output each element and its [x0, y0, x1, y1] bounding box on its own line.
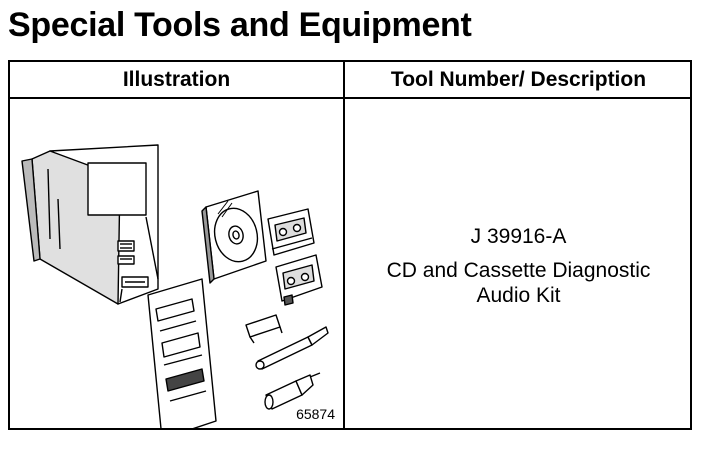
header-divider	[10, 97, 690, 99]
header-tool-description: Tool Number/ Description	[390, 67, 647, 91]
plug-icon	[245, 314, 283, 344]
header-illustration: Illustration	[122, 67, 231, 91]
tools-table: Illustration Tool Number/ Description	[8, 60, 692, 430]
cassette-icon	[267, 208, 315, 256]
page-title: Special Tools and Equipment	[8, 6, 472, 44]
description-cell: J 39916-A CD and Cassette Diagnostic Aud…	[345, 99, 692, 428]
adapter-cassette-icon	[275, 254, 323, 306]
probe-icon	[255, 326, 329, 370]
tool-description-line2: Audio Kit	[476, 283, 561, 307]
kit-illustration	[21, 144, 329, 428]
compact-disc-icon	[201, 190, 267, 284]
illustration-cell: 65874	[10, 99, 343, 428]
column-divider	[343, 62, 345, 428]
carrying-case-icon	[21, 144, 159, 305]
tool-number: J 39916-A	[470, 225, 567, 249]
instruction-sheet-icon	[147, 278, 217, 428]
figure-number: 65874	[296, 406, 335, 422]
tool-description-line1: CD and Cassette Diagnostic	[386, 259, 651, 283]
connector-icon	[264, 372, 321, 410]
